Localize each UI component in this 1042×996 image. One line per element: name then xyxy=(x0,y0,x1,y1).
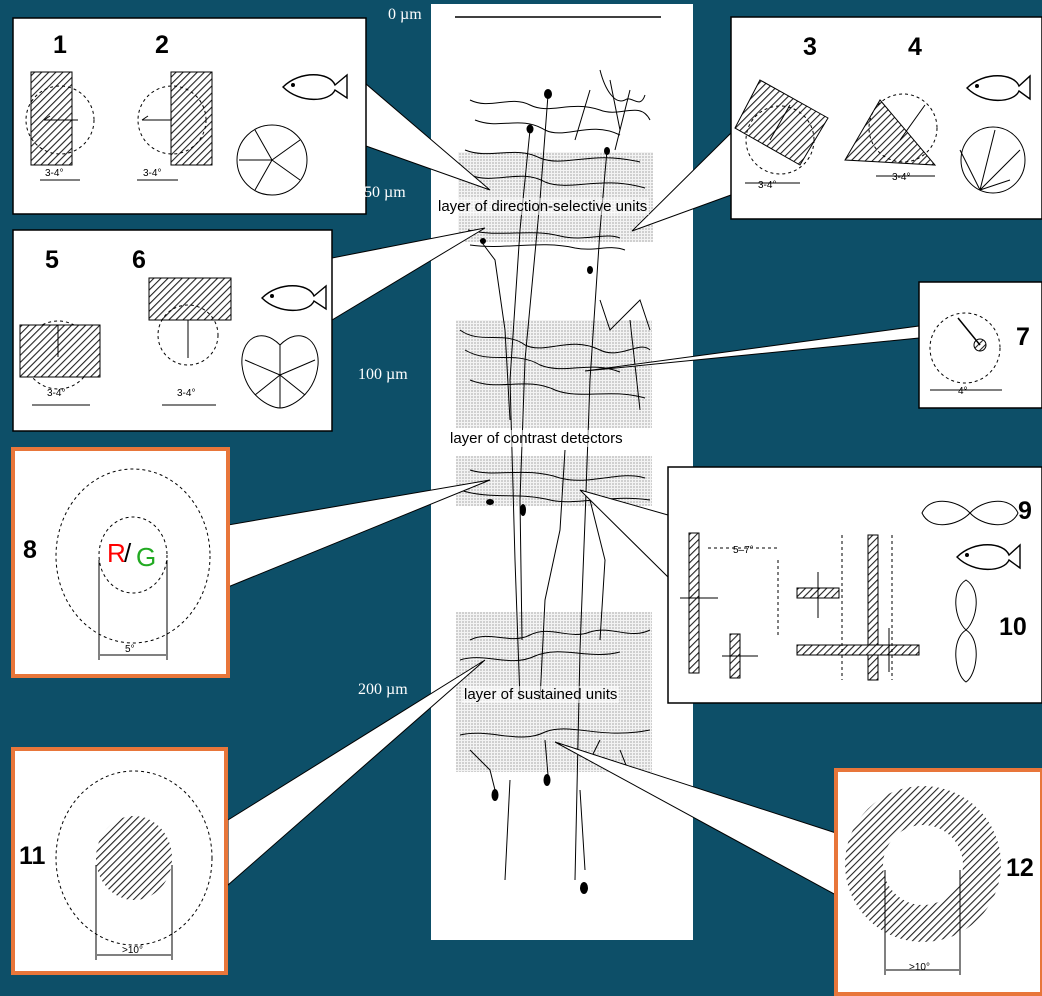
panel-3-4 xyxy=(731,17,1042,219)
panel-number-5: 5 xyxy=(45,246,59,275)
depth-0: 0 µm xyxy=(388,6,422,24)
panel-number-10: 10 xyxy=(999,613,1027,642)
panel-number-7: 7 xyxy=(1016,323,1030,352)
panel-number-6: 6 xyxy=(132,246,146,275)
panel-number-12: 12 xyxy=(1006,854,1034,883)
depth-200: 200 µm xyxy=(358,681,408,699)
dim-label-6: 3-4° xyxy=(177,388,195,399)
panel-number-1: 1 xyxy=(53,31,67,60)
panel-number-8: 8 xyxy=(23,536,37,565)
rg-slash: / xyxy=(124,538,131,569)
layer-label-sustained: layer of sustained units xyxy=(462,686,619,703)
dim-label-12: >10° xyxy=(909,962,930,973)
red-label: R xyxy=(107,538,126,569)
panel-number-3: 3 xyxy=(803,33,817,62)
dim-label-8: 5° xyxy=(125,644,135,655)
panel-5-6 xyxy=(13,230,332,431)
retina-column xyxy=(431,4,693,940)
panel-number-11: 11 xyxy=(19,842,45,871)
depth-100: 100 µm xyxy=(358,366,408,384)
stipple-layer-2 xyxy=(456,320,652,428)
dim-label-11: >10° xyxy=(122,945,143,956)
dim-label-5: 3-4° xyxy=(47,388,65,399)
dim-label-2: 3-4° xyxy=(143,168,161,179)
dim-label-4: 3-4° xyxy=(892,172,910,183)
panel-9-10 xyxy=(668,467,1042,703)
green-label: G xyxy=(136,542,156,573)
layer-label-direction: layer of direction-selective units xyxy=(436,198,649,215)
layer-label-contrast: layer of contrast detectors xyxy=(448,430,625,447)
dim-label-9: 5–7° xyxy=(733,545,754,556)
panel-number-9: 9 xyxy=(1018,497,1032,526)
dim-label-3: 3-4° xyxy=(758,180,776,191)
stipple-layer-1 xyxy=(458,152,653,242)
panel-number-4: 4 xyxy=(908,33,922,62)
dim-label-1: 3-4° xyxy=(45,168,63,179)
depth-50: 50 µm xyxy=(364,184,406,202)
dim-label-7: 4° xyxy=(958,386,968,397)
panel-number-2: 2 xyxy=(155,31,169,60)
